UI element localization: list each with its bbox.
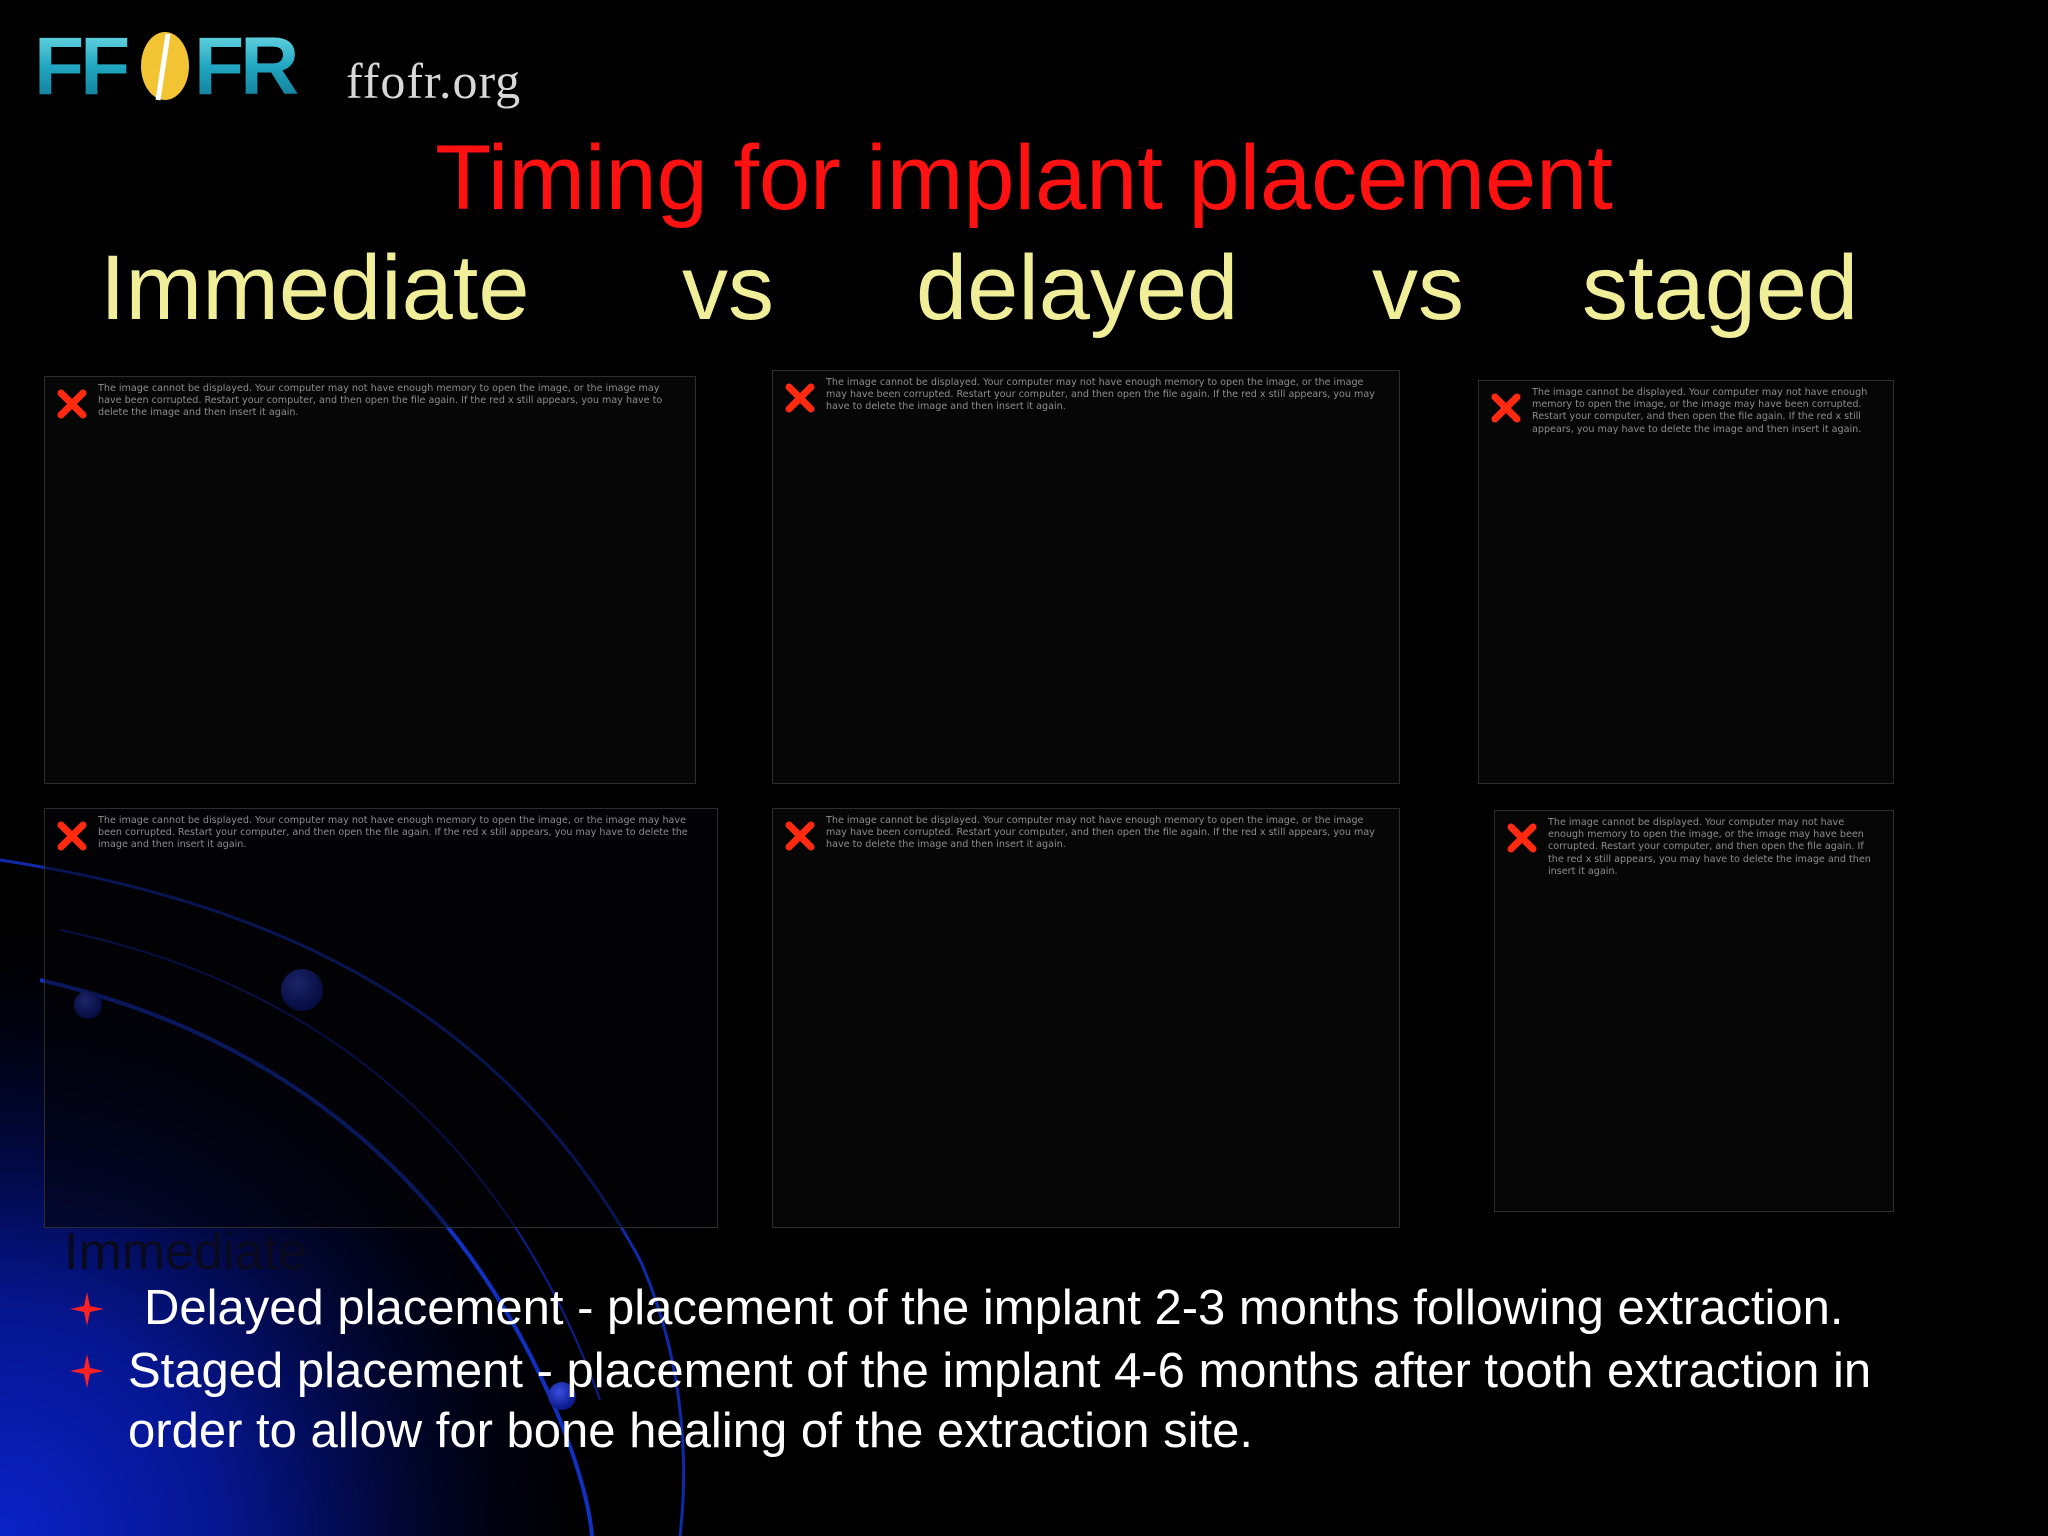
broken-image-x-icon — [1507, 823, 1537, 853]
broken-image-x-icon — [57, 389, 87, 419]
bullet-star-icon — [70, 1354, 104, 1388]
subtitle-delayed: delayed — [916, 237, 1239, 339]
subtitle-vs-1: vs — [682, 237, 774, 339]
placeholder-message: The image cannot be displayed. Your comp… — [98, 383, 663, 419]
slide-title: Timing for implant placement — [435, 127, 1613, 229]
broken-image-x-icon — [785, 821, 815, 851]
bullet-delayed-placement: Delayed placement - placement of the imp… — [144, 1281, 1844, 1335]
broken-image-x-icon — [57, 821, 87, 851]
image-placeholder-4[interactable]: The image cannot be displayed. Your comp… — [44, 808, 718, 1228]
placeholder-message: The image cannot be displayed. Your comp… — [826, 815, 1375, 851]
placeholder-message: The image cannot be displayed. Your comp… — [98, 815, 688, 851]
ffofr-logo: FF FR — [34, 28, 302, 104]
image-placeholder-5[interactable]: The image cannot be displayed. Your comp… — [772, 808, 1400, 1228]
subtitle-immediate: Immediate — [100, 237, 530, 339]
image-placeholder-2[interactable]: The image cannot be displayed. Your comp… — [772, 370, 1400, 784]
image-placeholder-6[interactable]: The image cannot be displayed. Your comp… — [1494, 810, 1894, 1212]
placeholder-message: The image cannot be displayed. Your comp… — [826, 377, 1375, 413]
subtitle-vs-2: vs — [1372, 237, 1464, 339]
svg-text:FR: FR — [194, 28, 298, 104]
image-placeholder-3[interactable]: The image cannot be displayed. Your comp… — [1478, 380, 1894, 784]
svg-text:FF: FF — [34, 28, 128, 104]
placeholder-message: The image cannot be displayed. Your comp… — [1532, 387, 1868, 435]
bullet-staged-placement: Staged placement - placement of the impl… — [128, 1344, 1872, 1458]
subtitle-staged: staged — [1582, 237, 1859, 339]
hidden-immediate-text: Immediate — [64, 1223, 307, 1281]
bullet-star-icon — [70, 1292, 104, 1326]
logo-url: ffofr.org — [346, 53, 522, 109]
broken-image-x-icon — [785, 383, 815, 413]
broken-image-x-icon — [1491, 393, 1521, 423]
placeholder-message: The image cannot be displayed. Your comp… — [1548, 817, 1871, 877]
image-placeholder-1[interactable]: The image cannot be displayed. Your comp… — [44, 376, 696, 784]
